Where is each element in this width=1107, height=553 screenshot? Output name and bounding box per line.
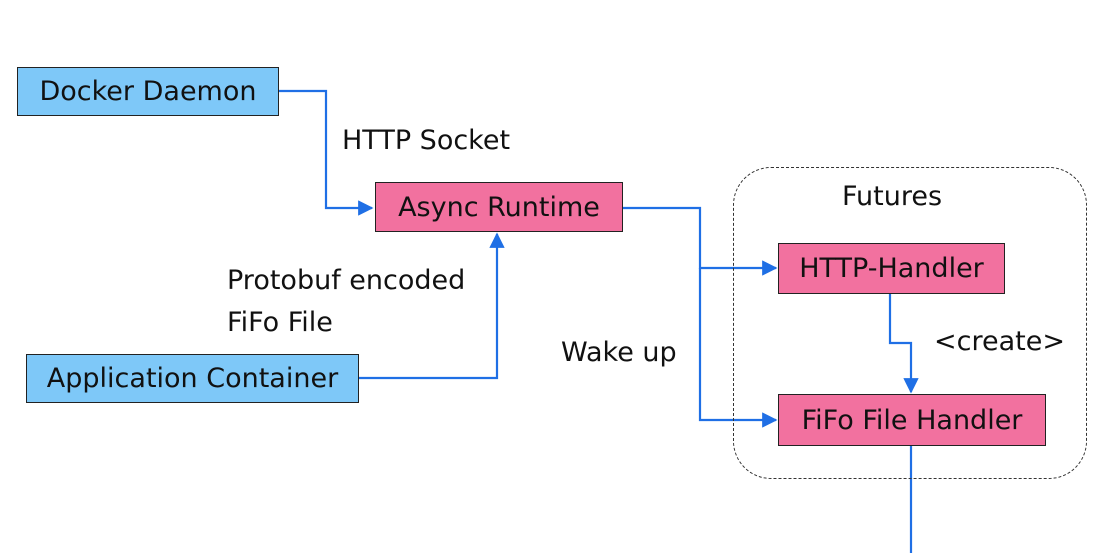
application-container-node: Application Container bbox=[26, 354, 359, 403]
edge-async-to-fifo-handler bbox=[698, 268, 778, 428]
http-handler-node: HTTP-Handler bbox=[778, 243, 1005, 294]
protobuf-label-line1: Protobuf encoded bbox=[227, 265, 466, 296]
futures-group-label: Futures bbox=[842, 181, 943, 212]
edge-docker-to-async bbox=[279, 89, 374, 216]
edge-http-handler-to-fifo-handler bbox=[888, 294, 919, 394]
async-runtime-node: Async Runtime bbox=[375, 182, 623, 232]
wake-up-label: Wake up bbox=[561, 337, 677, 368]
create-label: <create> bbox=[934, 326, 1065, 357]
docker-daemon-node: Docker Daemon bbox=[17, 67, 279, 116]
edge-async-to-http-handler bbox=[623, 206, 778, 276]
edge-app-to-async bbox=[359, 232, 505, 380]
fifo-file-handler-node: FiFo File Handler bbox=[778, 394, 1046, 446]
futures-group bbox=[733, 167, 1087, 479]
protobuf-label-line2: FiFo File bbox=[227, 307, 333, 338]
http-socket-label: HTTP Socket bbox=[342, 125, 511, 156]
